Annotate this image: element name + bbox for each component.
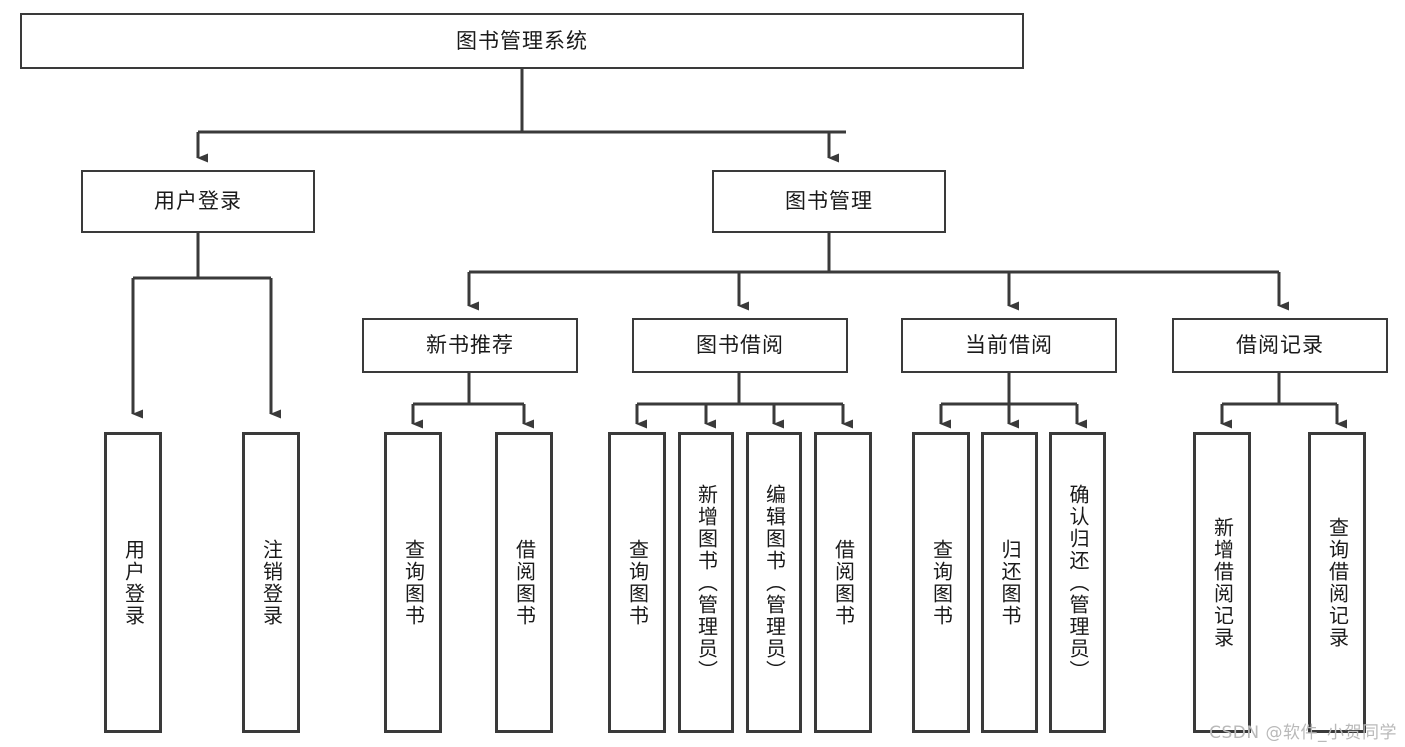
node-borrow-record[interactable]: 借阅记录 [1172,318,1388,373]
leaf-edit-book-label: 编辑图书（管理员） [762,483,787,682]
leaf-add-book[interactable]: 新增图书（管理员） [678,432,734,733]
leaf-edit-book[interactable]: 编辑图书（管理员） [746,432,802,733]
node-user-login-label: 用户登录 [154,189,242,214]
leaf-add-record-label: 新增借阅记录 [1210,516,1235,649]
leaf-query-book-1[interactable]: 查询图书 [384,432,442,733]
leaf-query-book-2-label: 查询图书 [625,538,650,627]
leaf-confirm-return[interactable]: 确认归还（管理员） [1049,432,1106,733]
leaf-query-book-3-label: 查询图书 [929,538,954,627]
node-new-book-recommend-label: 新书推荐 [426,333,514,358]
node-borrow-record-label: 借阅记录 [1236,333,1324,358]
node-root-label: 图书管理系统 [456,28,588,53]
node-user-login[interactable]: 用户登录 [81,170,315,233]
leaf-user-login-label: 用户登录 [121,538,146,627]
node-current-borrow[interactable]: 当前借阅 [901,318,1117,373]
leaf-query-book-3[interactable]: 查询图书 [912,432,970,733]
leaf-user-logout-label: 注销登录 [259,538,284,627]
csdn-watermark: CSDN @软件_小贺同学 [1209,723,1397,743]
node-root[interactable]: 图书管理系统 [20,13,1024,69]
leaf-query-book-2[interactable]: 查询图书 [608,432,666,733]
node-current-borrow-label: 当前借阅 [965,333,1053,358]
leaf-add-book-label: 新增图书（管理员） [694,483,719,682]
leaf-return-book[interactable]: 归还图书 [981,432,1038,733]
leaf-query-record[interactable]: 查询借阅记录 [1308,432,1366,733]
leaf-return-book-label: 归还图书 [998,538,1022,627]
leaf-borrow-book-2-label: 借阅图书 [831,538,856,627]
leaf-borrow-book-2[interactable]: 借阅图书 [814,432,872,733]
node-book-borrow[interactable]: 图书借阅 [632,318,848,373]
leaf-user-login[interactable]: 用户登录 [104,432,162,733]
node-book-borrow-label: 图书借阅 [696,333,784,358]
leaf-query-book-1-label: 查询图书 [401,538,426,627]
node-book-manage[interactable]: 图书管理 [712,170,946,233]
leaf-borrow-book-1[interactable]: 借阅图书 [495,432,553,733]
node-new-book-recommend[interactable]: 新书推荐 [362,318,578,373]
leaf-query-record-label: 查询借阅记录 [1325,516,1350,649]
leaf-user-logout[interactable]: 注销登录 [242,432,300,733]
leaf-borrow-book-1-label: 借阅图书 [512,538,537,627]
leaf-add-record[interactable]: 新增借阅记录 [1193,432,1251,733]
leaf-confirm-return-label: 确认归还（管理员） [1066,483,1090,682]
node-book-manage-label: 图书管理 [785,189,873,214]
